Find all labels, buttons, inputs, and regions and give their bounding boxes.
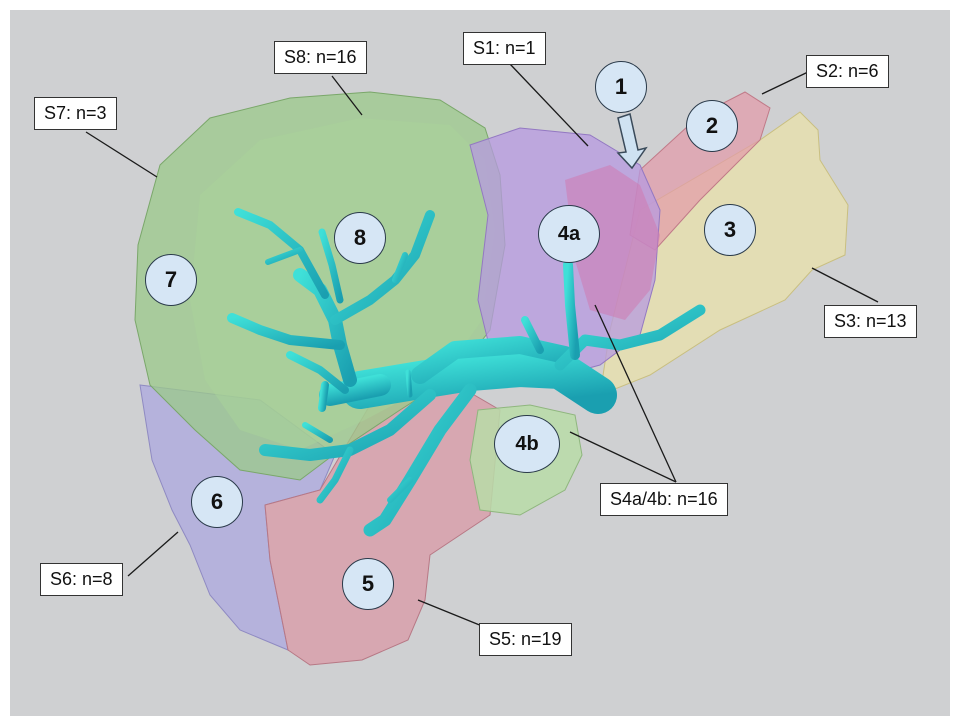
segment-badge-3: 3: [704, 204, 756, 256]
callout-s4a-4b: S4a/4b: n=16: [600, 483, 728, 516]
callout-s6: S6: n=8: [40, 563, 123, 596]
segment-badge-6: 6: [191, 476, 243, 528]
callout-s2: S2: n=6: [806, 55, 889, 88]
segment-badge-4a: 4a: [538, 205, 600, 263]
segment-badge-4b: 4b: [494, 415, 560, 473]
segment-badge-5: 5: [342, 558, 394, 610]
segment-badge-2: 2: [686, 100, 738, 152]
callout-s3: S3: n=13: [824, 305, 917, 338]
callout-s1: S1: n=1: [463, 32, 546, 65]
callout-s7: S7: n=3: [34, 97, 117, 130]
callout-s8: S8: n=16: [274, 41, 367, 74]
callout-s5: S5: n=19: [479, 623, 572, 656]
segment-badge-7: 7: [145, 254, 197, 306]
segment-badge-1: 1: [595, 61, 647, 113]
segment-badge-8: 8: [334, 212, 386, 264]
